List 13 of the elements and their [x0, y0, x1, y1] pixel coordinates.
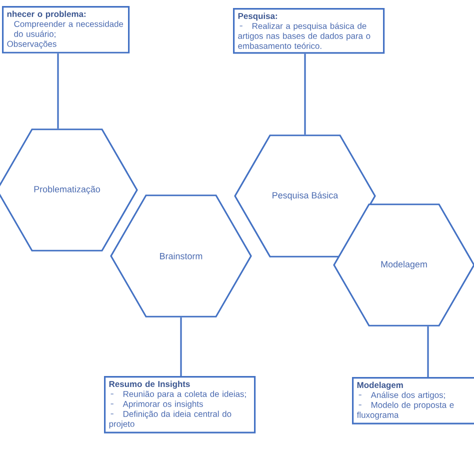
text-box: Modelagem Análise dos artigos; Modelo de proposta e fluxograma — [352, 377, 474, 424]
connector-line — [180, 317, 182, 376]
hexagon: Problematização — [0, 128, 138, 252]
hexagon: Modelagem — [333, 204, 474, 326]
text-box: Pesquisa: Realizar a pesquisa básica de artigos nas bases de dados para o embasamento teórico. — [233, 8, 385, 54]
node-label: Modelagem — [381, 260, 427, 270]
hexagon: Brainstorm — [110, 194, 252, 318]
connector-line — [427, 326, 429, 377]
connector-line — [57, 53, 59, 129]
text-box: nhecer o problema: Compreender a necessidade do usuário; Observações — [2, 6, 130, 54]
text-box: Resumo de Insights Reunião para a coleta de ideias; Aprimorar os insights Definição da ideia central do projeto — [104, 376, 256, 434]
connector-line — [304, 54, 306, 135]
hexagon: Pesquisa Básica — [234, 134, 376, 258]
